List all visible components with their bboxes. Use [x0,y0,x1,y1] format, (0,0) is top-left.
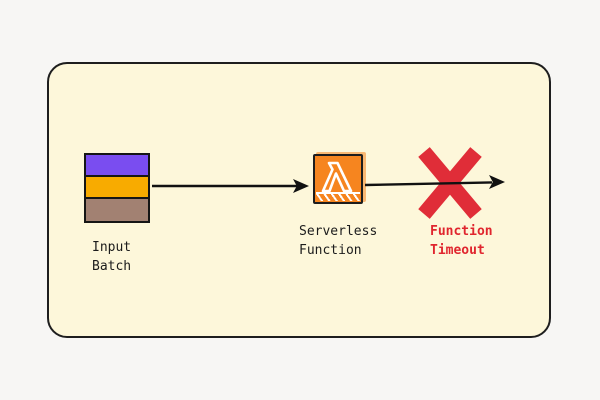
lambda-glyph [321,161,353,193]
serverless-function-label-line1: Serverless [299,224,378,239]
lambda-hatch-stripe [316,192,360,201]
aws-lambda-icon [313,154,363,204]
serverless-function-label-line2: Function [299,243,362,258]
input-batch-node [84,153,150,223]
batch-brown-segment [84,197,150,223]
function-timeout-label-line2: Timeout [430,243,485,258]
batch-purple-segment [84,153,150,177]
input-batch-label-line1: Input [92,240,132,255]
input-batch-label-line2: Batch [92,259,132,274]
function-timeout-label-line1: Function [430,224,493,239]
batch-amber-segment [84,175,150,199]
